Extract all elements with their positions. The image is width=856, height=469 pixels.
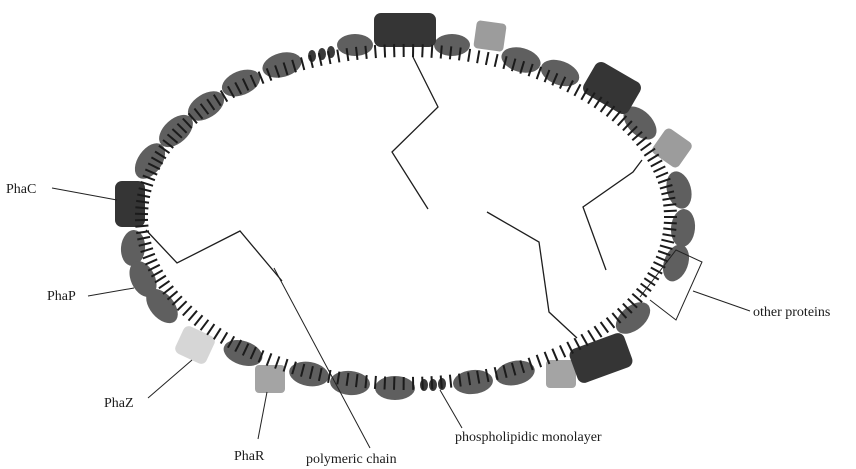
phar-protein (255, 365, 285, 393)
phospholipid (422, 44, 423, 57)
polymer-chain (146, 230, 282, 281)
phospholipid (375, 376, 376, 389)
phospholipid (607, 318, 615, 328)
phospholipid (581, 334, 588, 345)
phospholipid (432, 376, 433, 389)
phospholipid (477, 50, 479, 63)
phasin-protein (260, 48, 305, 82)
phospholipid (385, 45, 386, 58)
phospholipid (651, 160, 662, 166)
label-phaz: PhaZ (104, 396, 134, 411)
phasin-protein (434, 34, 470, 56)
phospholipid (641, 143, 652, 151)
phospholipid (143, 254, 155, 259)
phospholipid (337, 50, 339, 63)
phospholipid (201, 320, 209, 330)
phospholipid (301, 57, 304, 70)
polymer-chain (392, 57, 438, 209)
phasin-protein (337, 34, 373, 56)
phospholipid (163, 286, 173, 294)
phospholipid (177, 301, 186, 310)
phospholipid (537, 355, 541, 367)
phospholipid (450, 375, 451, 388)
phospholipid (194, 315, 202, 325)
phospholipid (450, 46, 451, 59)
phospholipid (189, 311, 198, 321)
phospholipid (637, 137, 647, 145)
label-phospholipidic-monolayer: phospholipidic monolayer (455, 430, 602, 445)
phospholipid (495, 367, 498, 380)
phospholipid (486, 52, 489, 65)
phospholipid (135, 226, 148, 227)
phospholipid (375, 45, 376, 58)
other-protein (473, 20, 507, 52)
phospholipid (385, 377, 386, 390)
phospholipid (552, 349, 557, 361)
phospholipid (663, 204, 676, 206)
label-phap: PhaP (47, 289, 76, 304)
phospholipid (155, 276, 166, 283)
phospholipid (207, 324, 214, 335)
phospholipid (654, 166, 666, 172)
phospholipid (594, 326, 601, 337)
phac-leader (52, 188, 117, 200)
monolayer-leader (440, 390, 462, 428)
label-other-proteins: other proteins (753, 305, 830, 320)
phospholipid (221, 332, 228, 343)
phospholipid (664, 211, 677, 212)
phasin-protein (537, 55, 583, 91)
phospholipid (660, 245, 673, 249)
label-phar: PhaR (234, 449, 265, 464)
phospholipid (284, 359, 288, 371)
phap-leader (88, 288, 134, 296)
phasin-protein (658, 241, 694, 285)
phar-protein (546, 360, 576, 388)
small-protein-dot (420, 379, 428, 391)
phospholipid (468, 49, 470, 62)
phaz-leader (148, 360, 192, 398)
phar-leader (258, 392, 267, 439)
polymer-chain (583, 160, 642, 270)
phospholipid (601, 322, 609, 333)
phospholipid (145, 259, 157, 264)
phospholipid (567, 342, 573, 354)
phospholipid (422, 377, 423, 390)
phospholipid (135, 207, 148, 208)
phac-protein (374, 13, 436, 47)
phospholipid (432, 45, 433, 58)
phospholipid (365, 375, 366, 388)
phospholipid (612, 111, 620, 121)
label-polymeric-chain: polymeric chain (306, 452, 397, 467)
phospholipid (441, 376, 442, 389)
phasin-protein (287, 359, 331, 390)
phospholipid (632, 294, 642, 303)
phospholipid (661, 240, 674, 243)
phospholipid (365, 46, 366, 59)
phospholipid (648, 154, 659, 161)
phospholipid (574, 84, 580, 96)
phospholipid (214, 328, 221, 339)
phospholipid (588, 330, 595, 341)
polymer-chain (487, 212, 577, 338)
phospholipid (441, 46, 442, 59)
phospholipid (560, 345, 565, 357)
phospholipid (172, 296, 182, 305)
phospholipid (183, 306, 192, 316)
label-phac: PhaC (6, 182, 36, 197)
phac-protein (568, 331, 635, 385)
phospholipid (168, 291, 178, 299)
phospholipid (159, 281, 170, 288)
other-proteins-leader (693, 291, 750, 311)
phospholipid (656, 173, 668, 178)
phasin-protein (119, 229, 146, 267)
polymer-leader (274, 268, 370, 448)
phospholipid (495, 54, 498, 67)
phospholipid (267, 353, 272, 365)
phospholipid (664, 223, 677, 224)
